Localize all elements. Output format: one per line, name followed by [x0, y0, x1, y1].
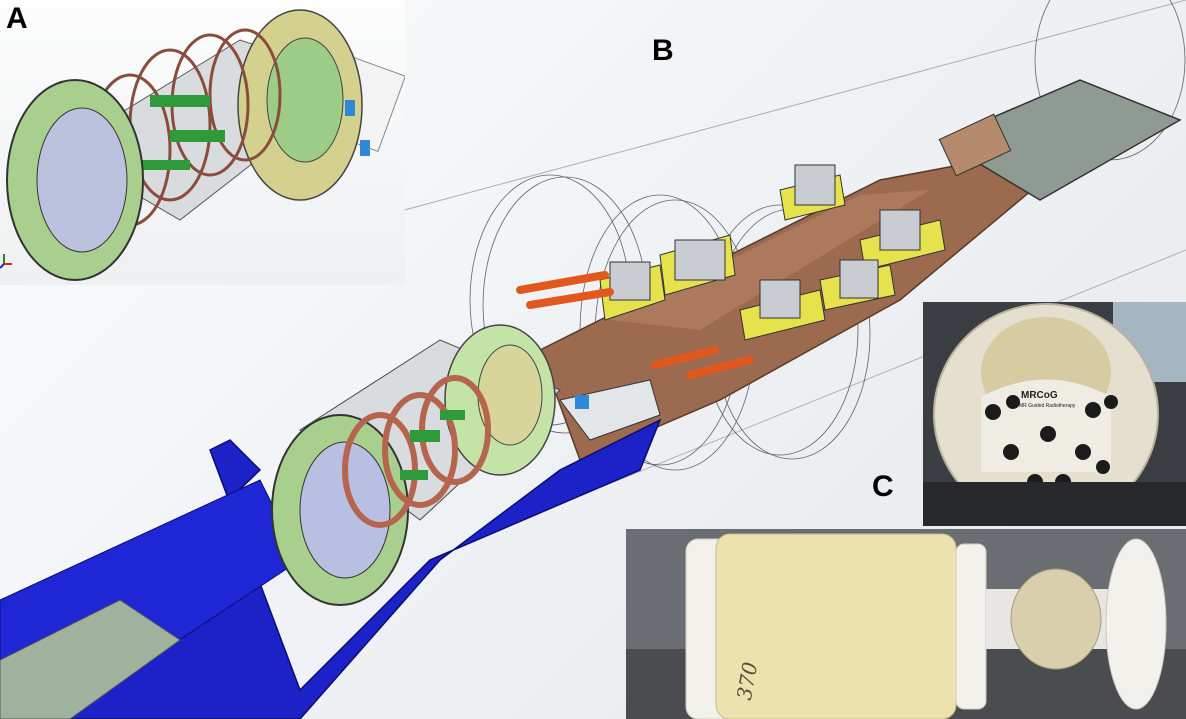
device-subtitle-text: MR Guided Radiotherapy [1019, 403, 1076, 409]
coil-cylinder [271, 324, 561, 606]
panel-label-b: B [652, 34, 674, 67]
connector-block [559, 379, 661, 441]
axis-triad-icon [0, 254, 12, 269]
catheters [516, 271, 754, 379]
panel-label-c: C [872, 470, 894, 503]
device-brand-text: MRCoG [1021, 390, 1058, 401]
sensor-modules [599, 164, 946, 341]
panel-c-photo-front: MRCoG MR Guided Radiotherapy [923, 302, 1186, 526]
rear-track [938, 79, 1182, 201]
bore-outline [329, 0, 1186, 521]
panel-c-photo-side: 370 [626, 529, 1186, 719]
panel-a-cad-inset [0, 0, 405, 285]
panel-label-a: A [6, 2, 28, 35]
